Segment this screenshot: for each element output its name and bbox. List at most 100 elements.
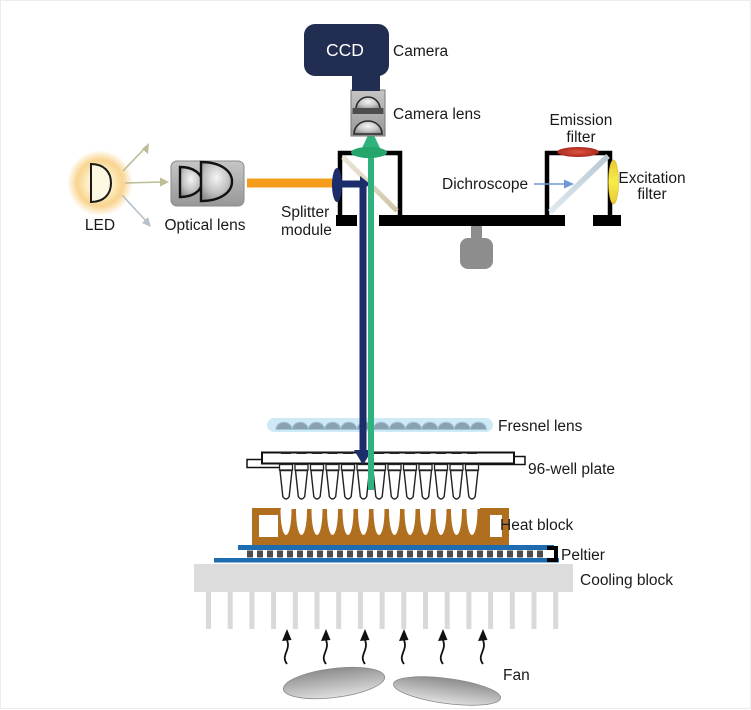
airflow-arrowhead bbox=[478, 629, 488, 641]
peltier-segment bbox=[277, 550, 283, 558]
peltier-segment bbox=[367, 550, 373, 558]
fresnel-lens bbox=[267, 418, 493, 432]
heat-block-well bbox=[342, 509, 354, 535]
airflow-arrow bbox=[479, 638, 485, 665]
excitation-beam-navy bbox=[340, 176, 372, 465]
peltier-segment bbox=[287, 550, 293, 558]
excitation-beam-orange bbox=[247, 178, 334, 188]
well-opening bbox=[389, 452, 400, 454]
excitation-filter-label-2: filter bbox=[637, 186, 666, 203]
splitter-module-label-1: Splitter bbox=[281, 204, 329, 221]
well-opening bbox=[405, 452, 415, 454]
well-opening bbox=[420, 452, 431, 454]
heat-block-well bbox=[466, 509, 478, 535]
ccd-camera: CCD bbox=[304, 24, 389, 137]
fan-blade-left bbox=[282, 666, 386, 700]
peltier-segment bbox=[327, 550, 333, 558]
cooling-fins bbox=[206, 592, 559, 629]
led-chip-icon bbox=[90, 162, 113, 204]
airflow-arrowhead bbox=[321, 629, 331, 641]
tube-flange bbox=[294, 463, 309, 471]
pcr-tube bbox=[325, 469, 340, 500]
heat-block-well bbox=[296, 509, 307, 535]
well-opening bbox=[467, 452, 477, 454]
airflow-arrow bbox=[361, 638, 367, 665]
well-opening bbox=[343, 452, 353, 454]
excitation-filter-label-1: Excitation bbox=[618, 170, 685, 187]
well-opening bbox=[327, 452, 338, 454]
heat-block-well bbox=[327, 509, 338, 535]
peltier-segment bbox=[457, 550, 463, 558]
peltier-segment bbox=[317, 550, 323, 558]
peltier-segment bbox=[297, 550, 303, 558]
peltier-segment bbox=[447, 550, 453, 558]
cooling-fin bbox=[444, 592, 450, 629]
heat-block-label: Heat block bbox=[500, 517, 573, 534]
peltier-segment bbox=[537, 550, 543, 558]
peltier-segment bbox=[487, 550, 493, 558]
led-ray-arrows bbox=[121, 147, 163, 223]
well-plate-label: 96-well plate bbox=[528, 461, 615, 478]
led-ray-arrowheads bbox=[142, 143, 169, 227]
dichroscope-pointer-arrowhead bbox=[564, 179, 574, 189]
pcr-tube bbox=[403, 469, 417, 500]
heat-block-well bbox=[435, 509, 447, 535]
peltier-segment bbox=[417, 550, 423, 558]
tube-flange bbox=[464, 463, 480, 471]
peltier-segment bbox=[477, 550, 483, 558]
peltier-segment bbox=[307, 550, 313, 558]
heat-block-well bbox=[404, 509, 416, 535]
pcr-tube bbox=[434, 469, 448, 500]
excitation-filter bbox=[608, 159, 619, 205]
cooling-fin bbox=[509, 592, 515, 629]
cooling-fin bbox=[531, 592, 537, 629]
labels: Camera Camera lens Emission filter Excit… bbox=[85, 43, 686, 684]
cooling-fin bbox=[553, 592, 559, 629]
heat-block-well bbox=[389, 509, 400, 535]
tube-flange bbox=[449, 463, 464, 471]
peltier-segment bbox=[257, 550, 263, 558]
heat-block-well bbox=[280, 509, 292, 535]
peltier bbox=[214, 545, 559, 563]
emission-filter-label-2: filter bbox=[566, 129, 595, 146]
emission-filter-label-1: Emission bbox=[550, 112, 613, 129]
pcr-tube bbox=[294, 469, 309, 500]
peltier-end-cap bbox=[547, 546, 558, 562]
fresnel-lens-label: Fresnel lens bbox=[498, 418, 583, 435]
emission-filter bbox=[557, 147, 599, 157]
fan-label: Fan bbox=[503, 667, 530, 684]
cooling-fin bbox=[271, 592, 277, 629]
heat-block bbox=[252, 508, 509, 546]
cooling-fin bbox=[336, 592, 342, 629]
airflow-arrow bbox=[439, 638, 445, 665]
splitter-module-label-2: module bbox=[281, 222, 332, 239]
camera-body bbox=[304, 24, 389, 76]
pcr-tube bbox=[387, 469, 402, 500]
fan-blade-right bbox=[393, 676, 501, 706]
pcr-tube bbox=[449, 469, 464, 500]
cooling-fin bbox=[206, 592, 211, 629]
plate-body bbox=[261, 451, 515, 465]
peltier-segment bbox=[467, 550, 473, 558]
cooling-block bbox=[194, 564, 573, 592]
airflow-arrowhead bbox=[399, 629, 409, 641]
peltier-segment bbox=[357, 550, 363, 558]
heat-block-well bbox=[420, 509, 431, 535]
airflow-arrow bbox=[283, 638, 289, 665]
camera-label: Camera bbox=[393, 43, 449, 60]
peltier-segment bbox=[527, 550, 533, 558]
pcr-tube bbox=[356, 469, 371, 500]
pcr-tube bbox=[341, 469, 355, 500]
camera-lens-label: Camera lens bbox=[393, 106, 481, 123]
airflow-arrowhead bbox=[438, 629, 448, 641]
tube-flange bbox=[402, 463, 418, 471]
airflow-arrows bbox=[282, 629, 488, 665]
heat-block-well bbox=[451, 509, 462, 535]
splitter-exit-lens bbox=[351, 147, 387, 158]
tube-flange bbox=[340, 463, 356, 471]
splitter-entry-lens bbox=[332, 168, 342, 202]
peltier-segment bbox=[387, 550, 393, 558]
cooling-fin bbox=[466, 592, 472, 629]
